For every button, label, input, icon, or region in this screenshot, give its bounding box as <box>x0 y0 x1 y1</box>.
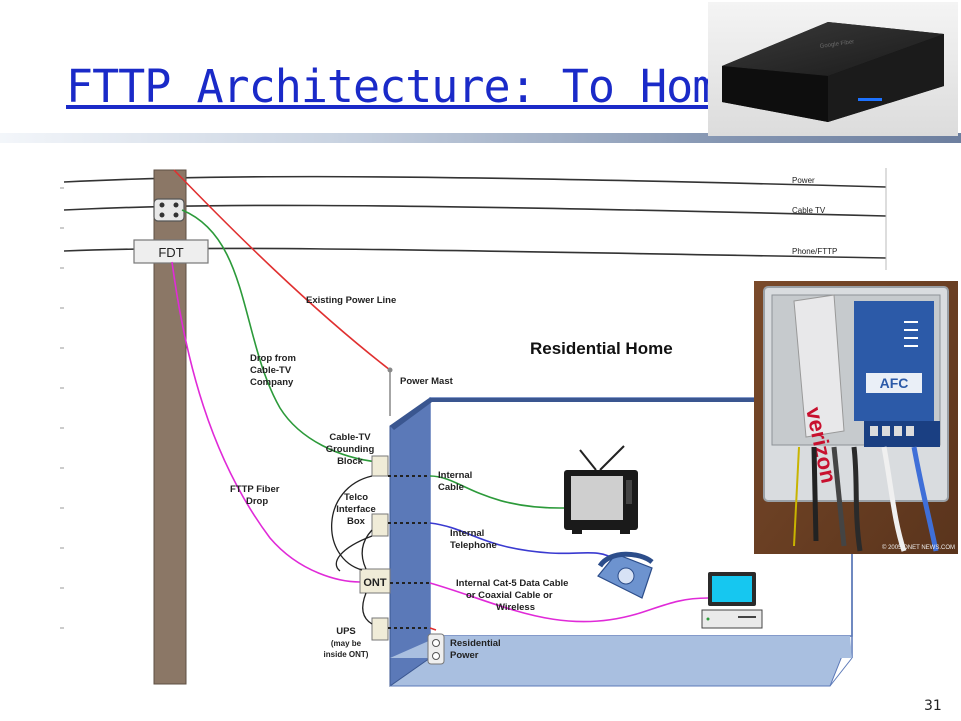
cabletv-block-label-2: Grounding <box>326 444 375 455</box>
cabletv-block-label-1: Cable-TV <box>329 432 371 443</box>
fttp-fiber-drop-label-2: Drop <box>246 496 268 507</box>
cable-tv-company-label-1: Cable-TV <box>250 365 292 376</box>
title-rule <box>0 133 961 143</box>
tv-icon <box>564 445 638 534</box>
device-interconnects <box>331 475 373 625</box>
fiber-network-box-photo: Google Fiber <box>708 2 958 136</box>
internal-cable-label-1: Internal <box>438 470 472 481</box>
drop-from-label: Drop from <box>250 353 296 364</box>
residential-power-label-1: Residential <box>450 638 501 649</box>
fdt-label: FDT <box>158 245 183 260</box>
cabletv-block-label-3: Block <box>337 456 364 467</box>
ups-label-3: inside ONT) <box>324 650 369 659</box>
slide-title: FTTP Architecture: To Home <box>66 60 745 113</box>
cabinet-photo-caption: © 2005 ONET NEWS.COM <box>882 544 955 551</box>
home-side-wall <box>389 397 431 687</box>
fttp-fiber-drop-label-1: FTTP Fiber <box>230 484 280 495</box>
fttp-fiber-drop <box>171 261 361 583</box>
power-line-label: Power <box>792 176 815 185</box>
fdt-box: FDT <box>133 239 209 264</box>
cable-tv-line-label: Cable TV <box>792 206 826 215</box>
cable-tv-line <box>63 204 887 217</box>
page-number: 31 <box>924 698 942 714</box>
internal-cable-label-2: Cable <box>438 482 464 493</box>
phone-fttp-line <box>63 247 887 259</box>
internal-cable-wire <box>429 475 564 509</box>
internal-data-label-3: Wireless <box>496 602 535 613</box>
existing-power-line-drop <box>173 169 391 371</box>
internal-telephone-wire <box>429 522 616 561</box>
telco-box-label-2: Interface <box>336 504 376 515</box>
ups-label-1: UPS <box>336 626 356 637</box>
internal-telephone-label-1: Internal <box>450 528 484 539</box>
telco-box-label-3: Box <box>347 516 366 527</box>
internal-data-label-2: or Coaxial Cable or <box>466 590 553 601</box>
ont-box: ONT <box>359 568 391 594</box>
afc-logo: AFC <box>880 375 909 391</box>
phone-fttp-line-label: Phone/FTTP <box>792 247 837 256</box>
router-brand-text: Google Fiber <box>819 39 854 50</box>
internal-telephone-label-2: Telephone <box>450 540 497 551</box>
telco-box-label-1: Telco <box>344 492 368 503</box>
residential-power-wire <box>429 627 437 631</box>
internal-data-wire <box>429 582 709 623</box>
wall-pass-throughs <box>388 475 430 629</box>
ups-box <box>371 617 389 641</box>
diagram-edge-ticks <box>60 187 64 629</box>
power-outlet-icon <box>427 633 445 665</box>
cable-tv-drop <box>181 209 379 463</box>
verizon-ont-cabinet-photo: verizon AFC © 2005 ONET NEWS.COM <box>754 281 958 554</box>
ont-label: ONT <box>363 577 387 589</box>
residential-power-label-2: Power <box>450 650 479 661</box>
telco-interface-box <box>371 513 389 537</box>
utility-lines <box>63 168 887 270</box>
power-line <box>63 175 887 188</box>
existing-power-line-label: Existing Power Line <box>306 295 396 306</box>
router-status-light <box>858 98 882 101</box>
internal-data-label-1: Internal Cat-5 Data Cable <box>456 578 568 589</box>
cable-tv-grounding-block <box>371 455 389 477</box>
telephone-icon <box>597 551 654 599</box>
fttp-diagram: FDT Residential Home ONT <box>40 158 892 688</box>
cable-tv-company-label-2: Company <box>250 377 294 388</box>
cable-tv-tap <box>153 198 185 222</box>
residential-home-title: Residential Home <box>530 339 673 358</box>
power-mast-label: Power Mast <box>400 376 454 387</box>
ups-label-2: (may be <box>331 639 362 648</box>
computer-icon <box>701 572 763 629</box>
